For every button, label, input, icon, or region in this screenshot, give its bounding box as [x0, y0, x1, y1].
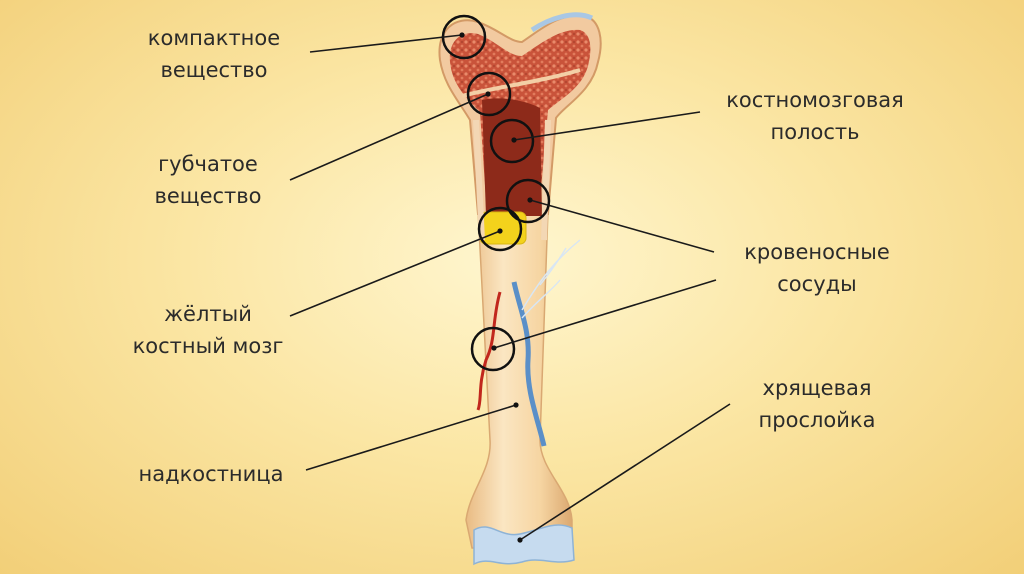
- callout-circle-yellow-marrow: [477, 206, 523, 252]
- label-compact-line1: компактное: [147, 26, 281, 50]
- leader-dots: [459, 32, 533, 543]
- callout-circle-spongy: [466, 71, 512, 117]
- cartilage-layer: [473, 524, 575, 566]
- label-compact-line2: вещество: [160, 58, 268, 82]
- label-vessels-line1: кровеносные: [744, 240, 890, 264]
- label-marrow-cavity: костномозговая полость: [700, 84, 930, 148]
- leader-vessels-bottom: [493, 279, 717, 349]
- leader-yellow-marrow: [289, 230, 501, 317]
- label-periosteum-line1: надкостница: [138, 462, 284, 486]
- label-compact-substance: компактное вещество: [124, 22, 304, 86]
- leader-vessels-top: [529, 199, 715, 253]
- label-yellow-marrow: жёлтый костный мозг: [108, 298, 308, 362]
- leader-cartilage: [519, 403, 731, 541]
- label-vessels-line2: сосуды: [777, 272, 857, 296]
- leader-cavity: [513, 111, 701, 141]
- label-cartilage-line1: хрящевая: [762, 376, 872, 400]
- label-periosteum: надкостница: [116, 458, 306, 490]
- label-cartilage-layer: хрящевая прослойка: [722, 372, 912, 436]
- callout-circle-cavity: [489, 118, 535, 164]
- label-spongy-line1: губчатое: [158, 152, 258, 176]
- leader-compact: [309, 34, 463, 53]
- label-spongy-line2: вещество: [154, 184, 262, 208]
- thin-vessel-branches: [521, 239, 581, 319]
- artery: [476, 291, 502, 411]
- label-blood-vessels: кровеносные сосуды: [712, 236, 922, 300]
- leader-lines: [289, 34, 731, 541]
- leader-spongy: [289, 93, 489, 181]
- label-spongy-substance: губчатое вещество: [118, 148, 298, 212]
- label-yellow-marrow-line1: жёлтый: [164, 302, 252, 326]
- label-marrow-cavity-line2: полость: [770, 120, 860, 144]
- callout-circle-vessels-bottom: [470, 326, 516, 372]
- label-yellow-marrow-line2: костный мозг: [132, 334, 284, 358]
- leader-periosteum: [305, 404, 517, 471]
- vein: [511, 281, 547, 447]
- callout-circle-vessels-top: [505, 178, 551, 224]
- label-marrow-cavity-line1: костномозговая: [726, 88, 904, 112]
- growth-plate: [461, 68, 581, 98]
- label-cartilage-line2: прослойка: [758, 408, 876, 432]
- compact-wall-right: [541, 119, 551, 241]
- top-cartilage-edge: [530, 12, 594, 33]
